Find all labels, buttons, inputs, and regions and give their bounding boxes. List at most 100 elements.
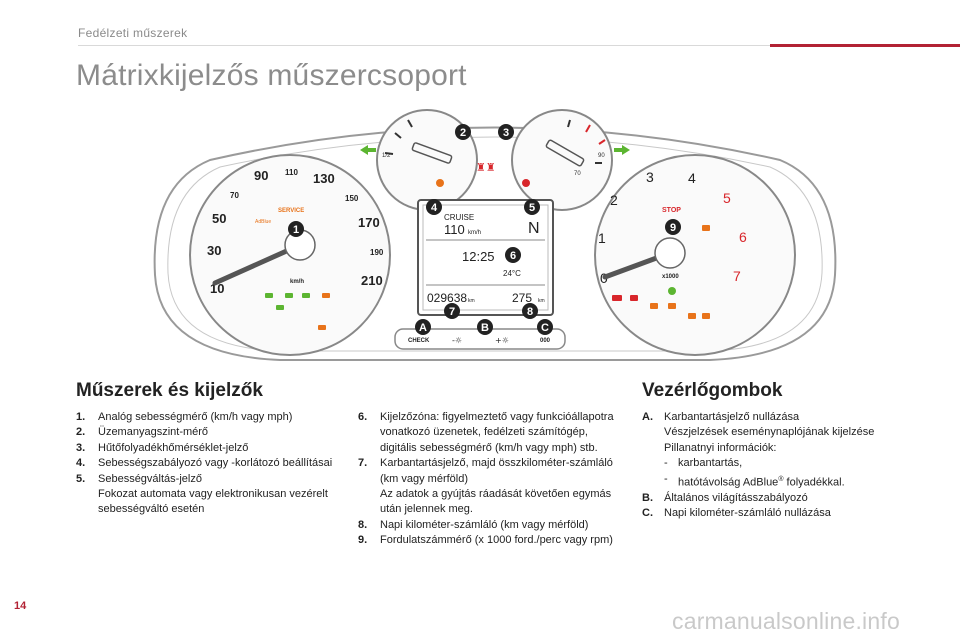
speed-label-190: 190 — [370, 248, 384, 257]
callout-7-marker — [444, 303, 460, 319]
list-item: 9.Fordulatszámmérő (x 1000 ford./perc va… — [358, 533, 623, 548]
button-trip-reset[interactable]: 000 — [540, 338, 551, 344]
item-a-dash-1: -karbantartás, — [642, 456, 912, 471]
item-text: Napi kilométer-számláló nullázása — [664, 507, 831, 520]
item-text: Karbantartásjelző nullázása — [664, 411, 800, 423]
orange-lamp-left — [436, 179, 444, 187]
item-text: Fordulatszámmérő (x 1000 ford./perc vagy… — [380, 534, 613, 547]
callout-A-marker — [415, 319, 431, 335]
list-item: 5.Sebességváltás-jelző — [76, 472, 341, 487]
fuel-tick-label: 1/2 — [382, 153, 391, 159]
callout-5-label: 5 — [529, 202, 535, 214]
tachometer-dial — [594, 154, 796, 356]
item-number: 4. — [76, 457, 86, 470]
callout-2-label: 2 — [460, 127, 466, 139]
coolant-needle — [545, 139, 585, 167]
item-a-dash-2: -hatótávolság AdBlue® folyadékkal. — [642, 472, 912, 491]
callout-C-label: C — [541, 322, 549, 334]
button-dim-minus[interactable]: -☼ — [452, 336, 462, 345]
central-display-inner — [422, 204, 549, 311]
callout-1-marker — [288, 221, 304, 237]
speed-label-70: 70 — [230, 191, 239, 200]
item-text: Általános világításszabályozó — [664, 491, 808, 504]
speed-label-210: 210 — [361, 273, 383, 288]
display-odometer-unit: km — [468, 298, 475, 304]
callout-4-label: 4 — [431, 202, 438, 214]
item-number: 6. — [358, 411, 368, 423]
page-header: Fedélzeti műszerek — [0, 0, 960, 48]
display-clock: 12:25 — [462, 249, 495, 264]
callout-8-marker — [522, 303, 538, 319]
rpm-label-1: 1 — [598, 230, 606, 246]
watermark-text[interactable]: carmanualsonline.info — [672, 608, 900, 634]
speedometer-indicator-lamps — [265, 293, 310, 310]
callout-A-label: A — [419, 322, 427, 334]
list-item: 6.Kijelzőzóna: figyelmeztető vagy funkci… — [358, 410, 623, 456]
list-item: B. Általános világításszabályozó — [642, 491, 912, 506]
left-turn-signal-icon — [360, 145, 376, 155]
speed-label-130: 130 — [313, 171, 335, 186]
callout-1-label: 1 — [293, 224, 299, 236]
callout-3-marker — [498, 124, 514, 140]
callout-3-label: 3 — [503, 127, 509, 139]
list-item: 3.Hűtőfolyadékhőmérséklet-jelző — [76, 441, 341, 456]
callout-B-label: B — [481, 322, 489, 334]
adblue-text: hatótávolság AdBlue — [678, 476, 779, 489]
display-odometer: 029638 — [427, 291, 467, 305]
page-number: 14 — [14, 600, 27, 612]
item-number: 3. — [76, 441, 86, 454]
callout-6-marker — [505, 247, 521, 263]
display-gear: N — [528, 220, 540, 237]
callout-2-marker — [455, 124, 471, 140]
button-dim-plus[interactable]: +☼ — [495, 336, 509, 345]
dash-text: karbantartás, — [678, 457, 743, 470]
item-7-extra: Az adatok a gyújtás ráadását követően eg… — [380, 488, 612, 516]
adblue-indicator: AdBlue — [255, 219, 271, 225]
callout-9-label: 9 — [670, 222, 676, 234]
callout-6-label: 6 — [510, 250, 516, 262]
item-number: 2. — [76, 426, 86, 439]
header-rule — [78, 44, 960, 47]
amber-lamp-1 — [322, 293, 330, 298]
display-speed: 110 — [444, 222, 465, 237]
item-text: Karbantartásjelző, majd összkilométer-sz… — [380, 457, 613, 485]
item-letter: C. — [642, 507, 653, 520]
list-item: 8.Napi kilométer-számláló (km vagy mérfö… — [358, 518, 623, 533]
speed-label-150: 150 — [345, 194, 359, 203]
item-number: 1. — [76, 411, 86, 423]
central-display — [417, 199, 554, 316]
item-text: Üzemanyagszint-mérő — [98, 426, 209, 439]
speed-label-50: 50 — [212, 211, 226, 226]
speed-label-90: 90 — [254, 168, 268, 183]
coolant-tick-70: 70 — [574, 171, 581, 177]
callout-9-marker — [665, 219, 681, 235]
adblue-suffix: folyadékkal. — [783, 476, 845, 489]
amber-lamp-2 — [318, 325, 326, 330]
button-check[interactable]: CHECK — [408, 338, 430, 344]
item-number: 8. — [358, 518, 368, 531]
fuel-needle — [411, 142, 453, 164]
stop-indicator: STOP — [662, 207, 681, 214]
coolant-gauge-ticks — [567, 119, 606, 164]
dash-text: hatótávolság AdBlue® folyadékkal. — [678, 472, 845, 491]
left-column-heading: Műszerek és kijelzők — [76, 380, 263, 401]
rpm-label-4: 4 — [688, 170, 696, 186]
tachometer-unit: x1000 — [662, 274, 679, 280]
display-temp: 24°C — [503, 269, 521, 278]
fuel-gauge-ticks — [384, 119, 413, 155]
service-indicator: SERVICE — [278, 208, 304, 214]
list-item: C. Napi kilométer-számláló nullázása — [642, 506, 912, 521]
item-5-extra: Fokozat automata vagy elektronikusan vez… — [98, 488, 328, 516]
item-a-extra-1: Vészjelzések eseménynaplójának kijelzése — [664, 426, 875, 439]
callout-B-marker — [477, 319, 493, 335]
rpm-label-3: 3 — [646, 169, 654, 185]
item-letter: B. — [642, 491, 653, 504]
rpm-label-2: 2 — [610, 192, 618, 208]
dash-marker: - — [664, 457, 668, 470]
registered-mark: ® — [778, 475, 784, 483]
speed-label-170: 170 — [358, 215, 380, 230]
callout-C-marker — [537, 319, 553, 335]
callout-7-label: 7 — [449, 306, 455, 318]
red-lamp-right — [522, 179, 530, 187]
instrument-cluster-illustration: 1/2 90 70 ♜♜ 10 30 50 70 90 110 130 150 … — [153, 109, 837, 361]
